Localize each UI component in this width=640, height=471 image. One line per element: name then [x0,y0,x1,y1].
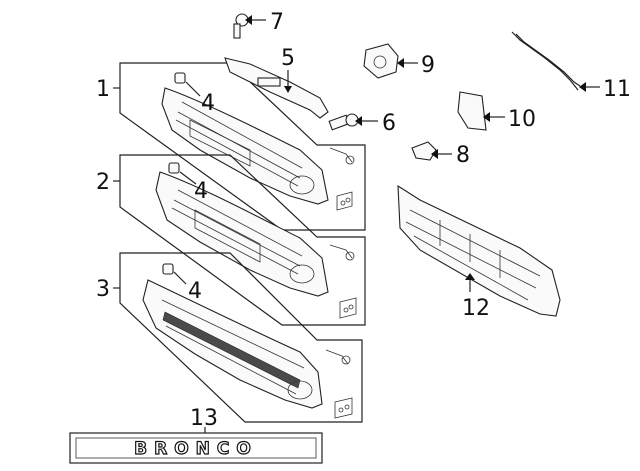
callout-6: 6 [382,111,396,136]
sensor-part-9 [363,43,418,79]
callout-4-bottom: 4 [188,279,202,304]
callout-11: 11 [603,77,631,102]
bracket-part-10 [457,91,505,131]
clip-part-8 [411,141,452,161]
callout-12: 12 [462,296,490,321]
callout-3: 3 [96,277,110,302]
callout-1: 1 [96,77,110,102]
callout-13: 13 [190,406,218,431]
screw-part-7 [233,13,266,39]
grille-assembly-2 [119,154,366,326]
grille-assembly-3 [119,252,363,423]
reinforcement-part-12 [397,184,561,317]
emblem-text: BRONCO [134,439,258,459]
callout-7: 7 [270,10,284,35]
clip-part-4 [162,72,201,285]
callout-5: 5 [281,46,295,71]
wire-harness-part-11 [511,31,600,92]
callout-4-middle: 4 [194,179,208,204]
bracket-part-5 [224,57,329,119]
callout-4-top: 4 [201,91,215,116]
callout-2: 2 [96,170,110,195]
emblem-part-13: BRONCO [69,427,323,464]
callout-10: 10 [508,107,536,132]
callout-8: 8 [456,143,470,168]
screw-part-6 [328,113,378,131]
callout-9: 9 [421,53,435,78]
grille-assembly-1 [119,62,366,231]
